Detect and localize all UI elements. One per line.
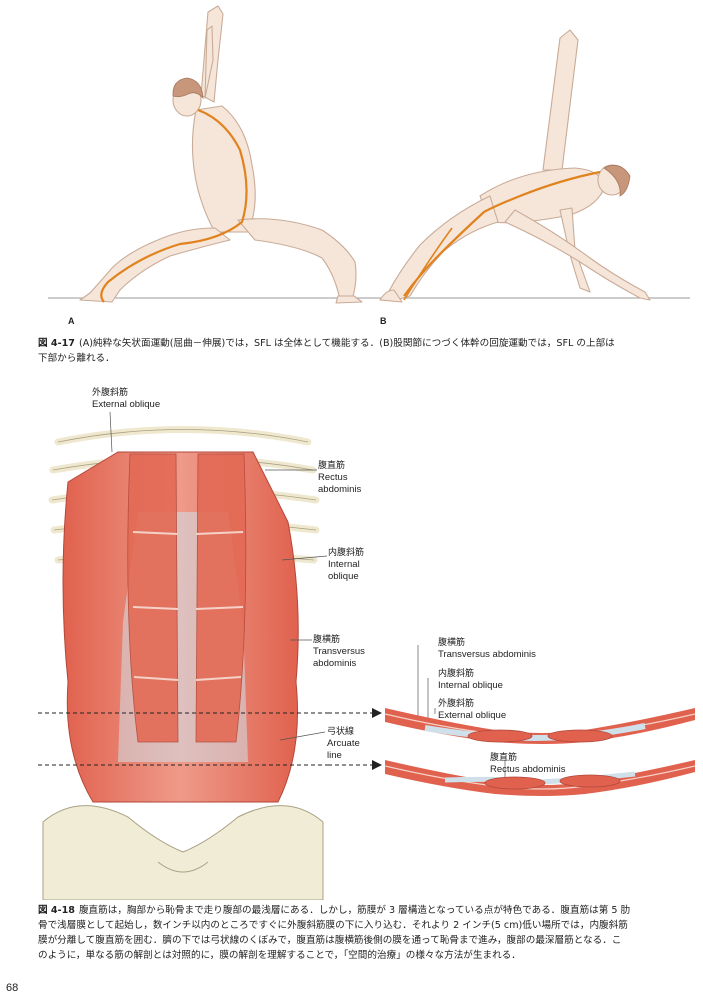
caption-line: のように，単なる筋の解剖とは対照的に，膜の解剖を理解することで，「空間的治療」の… [38, 950, 521, 961]
figure-4-17-illustration [48, 5, 690, 304]
caption-number: 図 4-17 [38, 338, 75, 349]
caption-line: 骨で浅層膜として起始し，数インチ以内のところですぐに外腹斜筋膜の下に入り込む．そ… [38, 920, 628, 931]
rectus-section [559, 774, 621, 788]
section-label-transversus: 腹横筋 Transversus abdominis [438, 638, 536, 660]
label-internal-oblique: 内腹斜筋 Internal oblique [328, 548, 365, 582]
pelvis [42, 805, 324, 900]
figure-a-body [79, 5, 363, 304]
cross-section-lower [385, 760, 695, 796]
label-arcuate-line: 弓状線 Arcuate line [327, 727, 360, 761]
caption-line: 下部から離れる． [38, 353, 115, 364]
figure-a-hair [172, 77, 204, 100]
caption-line: 腹直筋は，胸部から恥骨まで走り腹部の最浅層にある．しかし，筋膜が 3 層構造とな… [78, 905, 631, 916]
panel-b-label: B [380, 316, 387, 326]
rectus-tendinous-intersections [132, 531, 244, 681]
label-transversus-abdominis: 腹横筋 Transversus abdominis [313, 635, 365, 669]
rectus-section [484, 776, 546, 790]
figure-4-17-caption: 図 4-17(A)純粋な矢状面運動(屈曲－伸展)では，SFL は全体として機能す… [38, 336, 615, 366]
panel-a-label: A [68, 316, 75, 326]
page-number: 68 [6, 982, 19, 994]
caption-line: (A)純粋な矢状面運動(屈曲－伸展)では，SFL は全体として機能する．(B)股… [78, 338, 615, 349]
label-external-oblique: 外腹斜筋 External oblique [92, 388, 161, 410]
figure-a-sfl-line [100, 108, 248, 303]
figure-b-sfl-line [403, 170, 601, 297]
section-label-rectus: 腹直筋 Rectus abdominis [490, 753, 566, 775]
section-label-external: 外腹斜筋 External oblique [438, 699, 507, 721]
figure-b-hair [603, 164, 631, 197]
figure-b-body [379, 29, 651, 303]
caption-number: 図 4-18 [38, 905, 75, 916]
rectus-section [547, 729, 613, 743]
caption-line: 膜が分離して腹直筋を囲む．臍の下では弓状線のくぼみで，腹直筋は腹横筋後側の膜を通… [38, 935, 622, 946]
figure-b-sfl-lower [403, 227, 453, 301]
rectus-abdominis [127, 453, 247, 743]
section-label-internal: 内腹斜筋 Internal oblique [438, 669, 503, 691]
cross-section-upper [385, 708, 695, 744]
rectus-section [467, 729, 533, 743]
label-rectus-abdominis: 腹直筋 Rectus abdominis [318, 461, 362, 495]
abdominal-wall-illustration [38, 426, 328, 900]
